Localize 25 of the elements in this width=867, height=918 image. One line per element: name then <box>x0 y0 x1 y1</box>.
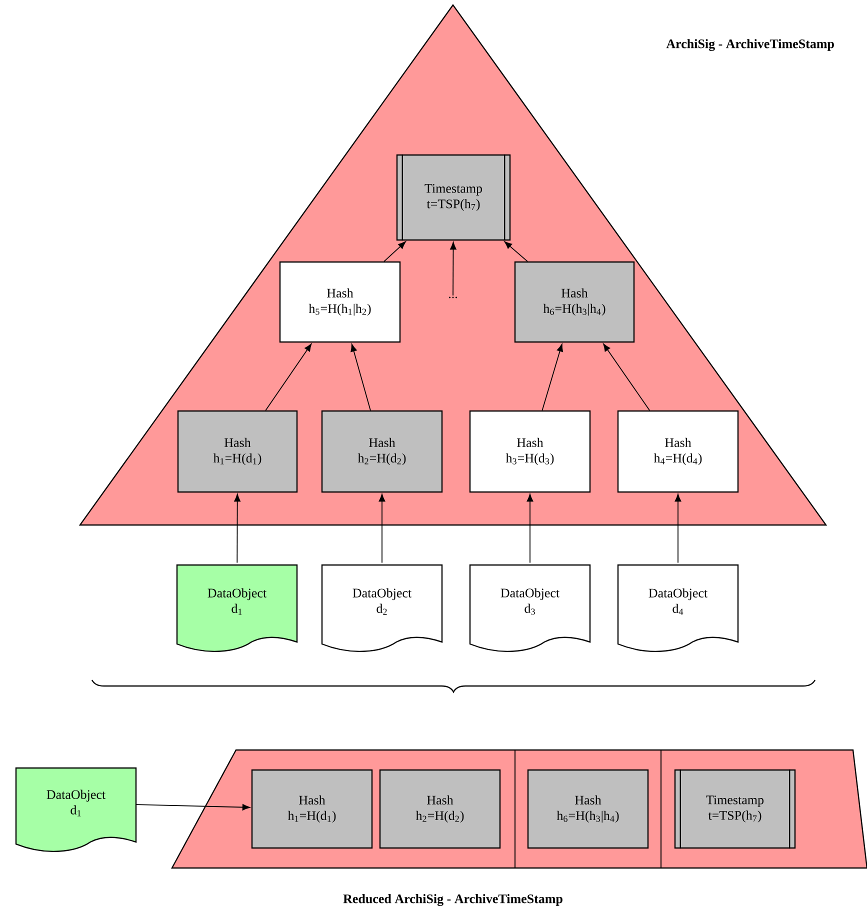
hash-box: Hash h$_{1}$=H(d$_{1}$) <box>251 769 373 849</box>
hash-box: Hash h$_{4}$=H(d$_{4}$) <box>617 410 739 493</box>
arrow <box>136 804 250 810</box>
hash-box: Hash h$_{5}$=H(h$_{1}$|h$_{2}$) <box>279 261 401 343</box>
arrow <box>384 241 406 262</box>
arrow <box>504 241 528 262</box>
arrow <box>450 242 456 296</box>
arrow <box>526 494 534 564</box>
hash-box: Hash h$_{1}$=H(d$_{1}$) <box>177 410 298 493</box>
arrow <box>350 344 371 411</box>
arrow <box>542 344 564 411</box>
arrow <box>378 494 386 564</box>
arrow <box>603 344 650 411</box>
timestamp-box: Timestamp t=TSP(h$_{7}$) <box>674 769 796 849</box>
arrow <box>674 494 682 564</box>
arrow <box>234 494 240 564</box>
hash-box: Hash h$_{2}$=H(d$_{2}$) <box>321 410 443 493</box>
hash-box: Hash h$_{2}$=H(d$_{2}$) <box>379 769 501 849</box>
hash-box: Hash h$_{6}$=H(h$_{3}$|h$_{4}$) <box>514 261 635 343</box>
timestamp-box: Timestamp t=TSP(h$_{7}$) <box>396 154 511 241</box>
hash-box: Hash h$_{6}$=H(h$_{3}$|h$_{4}$) <box>527 769 649 849</box>
ellipsis-text: ... <box>448 296 458 298</box>
hash-box: Hash h$_{3}$=H(d$_{3}$) <box>469 410 591 493</box>
arrow <box>265 344 312 411</box>
node-label: Reduced ArchiSig - ArchiveTimeStamp <box>343 894 562 906</box>
